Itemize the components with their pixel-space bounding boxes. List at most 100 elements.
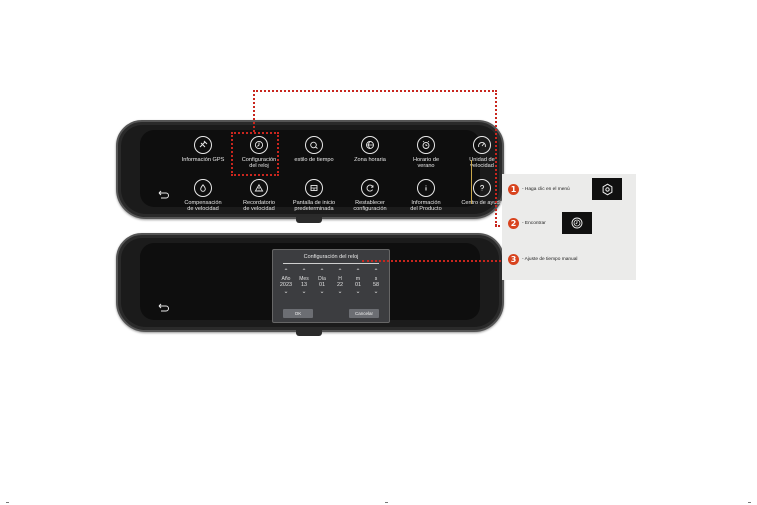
clock-icon xyxy=(571,217,583,229)
picker-label: m xyxy=(355,276,361,282)
tile-time-zone[interactable]: Zona horaria xyxy=(341,136,399,176)
menu-screen: Información GPS Configuración del reloj … xyxy=(140,130,503,212)
picker-value: 01 xyxy=(354,282,362,288)
connector-line xyxy=(362,260,505,262)
clock-screen: Configuración del reloj ⌃ Año 2023 ⌄ ⌃ M… xyxy=(140,243,480,323)
reset-icon xyxy=(361,179,379,197)
tile-daylight-saving[interactable]: Horario de verano xyxy=(397,136,455,176)
connector-line xyxy=(253,90,255,132)
picker-value: 13 xyxy=(300,282,308,288)
tile-speed-unit[interactable]: Unidad de velocidad xyxy=(453,136,511,176)
picker-label: H xyxy=(338,276,342,282)
tile-label: Información GPS xyxy=(181,157,225,163)
picker-minute: ⌃ m 01 ⌄ xyxy=(351,269,365,296)
tile-label: Información del Producto xyxy=(410,200,442,213)
home-screen-icon xyxy=(305,179,323,197)
chevron-up-icon[interactable]: ⌃ xyxy=(283,269,289,275)
step-text: - Encontrar xyxy=(522,221,546,226)
picker-day: ⌃ Día 01 ⌄ xyxy=(315,269,329,296)
tile-label: Restablecer configuración xyxy=(353,200,387,213)
connector-line xyxy=(495,90,497,226)
chevron-down-icon[interactable]: ⌄ xyxy=(319,289,325,295)
picker-value: 2023 xyxy=(279,282,293,288)
tile-label: Recordatorio de velocidad xyxy=(242,200,276,213)
chevron-down-icon[interactable]: ⌄ xyxy=(355,289,361,295)
page-mark xyxy=(6,502,9,503)
gear-icon xyxy=(602,183,612,195)
mirror-device-menu: Información GPS Configuración del reloj … xyxy=(116,120,504,223)
menu-gear-button xyxy=(592,178,622,200)
page-mark xyxy=(748,502,751,503)
tile-reset-settings[interactable]: Restablecer configuración xyxy=(341,179,399,219)
tile-label: Configuración del reloj xyxy=(241,157,277,170)
instruction-panel: 1 - Haga clic en el menú 2 - Encontrar 3… xyxy=(502,174,636,280)
clock-icon xyxy=(250,136,268,154)
warning-icon xyxy=(250,179,268,197)
device-notch xyxy=(296,330,322,336)
drop-icon xyxy=(194,179,212,197)
dialog-title: Configuración del reloj xyxy=(303,254,359,260)
menu-scrollbar[interactable] xyxy=(470,160,472,204)
tile-label: estilo de tiempo xyxy=(294,157,334,163)
chevron-down-icon[interactable]: ⌄ xyxy=(373,289,379,295)
picker-label: Día xyxy=(318,276,326,282)
alarm-clock-icon xyxy=(417,136,435,154)
tile-speed-reminder[interactable]: Recordatorio de velocidad xyxy=(230,179,288,219)
picker-year: ⌃ Año 2023 ⌄ xyxy=(279,269,293,296)
tile-label: Horario de verano xyxy=(412,157,440,170)
picker-label: Año xyxy=(281,276,291,282)
time-style-icon xyxy=(305,136,323,154)
picker-value: 58 xyxy=(372,282,380,288)
cancel-button[interactable]: Cancelar xyxy=(349,309,379,318)
step-number-badge: 3 xyxy=(508,254,519,265)
tile-label: Compensación de velocidad xyxy=(184,200,222,213)
tile-speed-compensation[interactable]: Compensación de velocidad xyxy=(174,179,232,219)
tile-gps-info[interactable]: Información GPS xyxy=(174,136,232,176)
step-2: 2 - Encontrar xyxy=(508,218,546,229)
ok-button[interactable]: OK xyxy=(283,309,313,318)
tile-label: Unidad de velocidad xyxy=(469,157,495,170)
tile-product-info[interactable]: Información del Producto xyxy=(397,179,455,219)
connector-line xyxy=(253,90,497,92)
chevron-up-icon[interactable]: ⌃ xyxy=(319,269,325,275)
tile-label: Pantalla de inicio predeterminada xyxy=(292,200,336,213)
step-number-badge: 1 xyxy=(508,184,519,195)
step-3: 3 - Ajuste de tiempo manual xyxy=(508,254,577,265)
step-1: 1 - Haga clic en el menú xyxy=(508,184,570,195)
device-notch xyxy=(296,217,322,223)
chevron-up-icon[interactable]: ⌃ xyxy=(373,269,379,275)
time-pickers: ⌃ Año 2023 ⌄ ⌃ Mes 13 ⌄ ⌃ Día 01 ⌄ xyxy=(279,269,383,296)
connector-line xyxy=(495,225,504,227)
tile-default-home-screen[interactable]: Pantalla de inicio predeterminada xyxy=(285,179,343,219)
speedometer-icon xyxy=(473,136,491,154)
chevron-up-icon[interactable]: ⌃ xyxy=(337,269,343,275)
chevron-down-icon[interactable]: ⌄ xyxy=(283,289,289,295)
highlight-clock-tile xyxy=(231,132,279,176)
satellite-icon xyxy=(194,136,212,154)
clock-settings-button xyxy=(562,212,592,234)
chevron-down-icon[interactable]: ⌄ xyxy=(337,289,343,295)
tile-time-style[interactable]: estilo de tiempo xyxy=(285,136,343,176)
help-icon xyxy=(473,179,491,197)
back-arrow-icon[interactable] xyxy=(158,190,170,200)
picker-value: 22 xyxy=(336,282,344,288)
chevron-up-icon[interactable]: ⌃ xyxy=(301,269,307,275)
chevron-down-icon[interactable]: ⌄ xyxy=(301,289,307,295)
step-text: - Ajuste de tiempo manual xyxy=(522,257,578,262)
step-text: - Haga clic en el menú xyxy=(522,187,570,192)
picker-hour: ⌃ H 22 ⌄ xyxy=(333,269,347,296)
tile-clock-settings[interactable]: Configuración del reloj xyxy=(230,136,288,176)
picker-month: ⌃ Mes 13 ⌄ xyxy=(297,269,311,296)
picker-value: 01 xyxy=(318,282,326,288)
step-number-badge: 2 xyxy=(508,218,519,229)
info-icon xyxy=(417,179,435,197)
picker-second: ⌃ s 58 ⌄ xyxy=(369,269,383,296)
mirror-device-clock-dialog: Configuración del reloj ⌃ Año 2023 ⌄ ⌃ M… xyxy=(116,233,504,336)
dialog-divider xyxy=(283,263,379,264)
chevron-up-icon[interactable]: ⌃ xyxy=(355,269,361,275)
picker-label: s xyxy=(374,276,378,282)
page-mark xyxy=(385,502,388,503)
picker-label: Mes xyxy=(299,276,309,282)
tile-label: Zona horaria xyxy=(354,157,386,163)
back-arrow-icon[interactable] xyxy=(158,303,170,313)
